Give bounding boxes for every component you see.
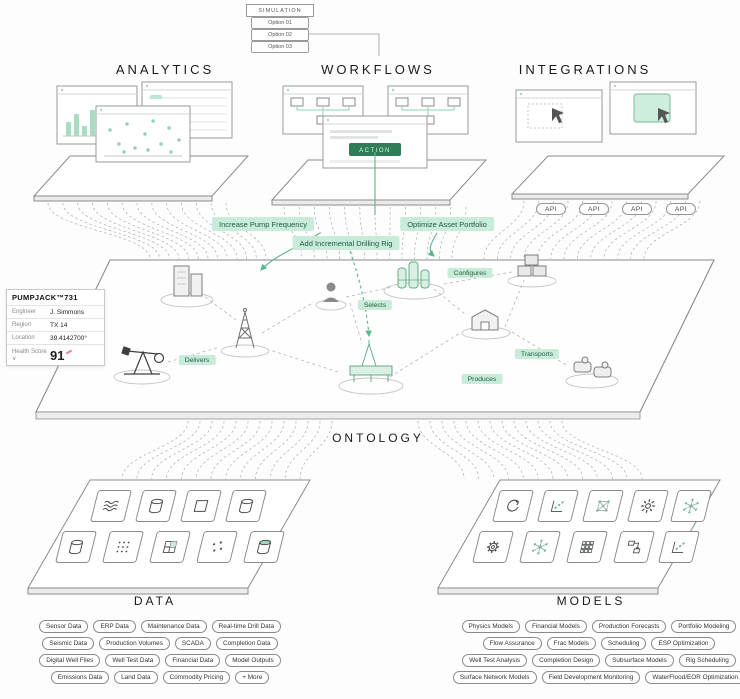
card-label: Region <box>12 322 32 328</box>
health-score-value: 91 <box>50 348 99 363</box>
model-pill: Well Test Analysis <box>462 654 528 667</box>
header-ontology: ONTOLOGY <box>332 431 424 445</box>
model-pill-list: Physics Models Financial Models Producti… <box>448 620 740 688</box>
pumpjack-icon <box>121 346 165 375</box>
model-pill: Portfolio Modeling <box>671 620 737 633</box>
label-selects: Selects <box>357 300 393 310</box>
data-pill: Financial Data <box>165 654 221 667</box>
action-optimize-asset-portfolio[interactable]: Optimize Asset Portfolio <box>400 217 494 231</box>
card-row-location: Location 39.4142700° <box>7 331 104 344</box>
data-pill: Seismic Data <box>42 637 95 650</box>
model-pill: Frac Models <box>546 637 596 650</box>
refinery-icon <box>397 261 430 289</box>
header-data: DATA <box>133 594 177 608</box>
action-increase-pump-frequency[interactable]: Increase Pump Frequency <box>212 217 314 231</box>
asset-card: PUMPJACK™731 Engineer J. Simmons Region … <box>6 289 105 366</box>
model-pill: Financial Models <box>524 620 587 633</box>
model-pill: ESP Optimization <box>651 637 716 650</box>
model-pill: Production Forecasts <box>591 620 667 633</box>
simulation-option-1[interactable]: Option 01 <box>251 17 309 29</box>
operator-icon <box>323 282 339 302</box>
data-pill: Land Data <box>114 671 158 684</box>
header-models: MODELS <box>556 594 626 608</box>
api-pill-1: API <box>536 203 566 215</box>
more-data-pill[interactable]: + More <box>235 671 270 684</box>
data-pill: ERP Data <box>93 620 136 633</box>
model-pill: Physics Models <box>461 620 520 633</box>
label-configures: Configures <box>447 268 493 278</box>
card-label: Location <box>12 335 35 341</box>
workflow-action-button-label: ACTION <box>359 148 391 154</box>
buildings-icon <box>173 265 203 297</box>
model-pill: Surface Network Models <box>452 671 537 684</box>
data-pill: Model Outputs <box>225 654 281 667</box>
model-pill: Field Development Monitoring <box>541 671 641 684</box>
cursor-icon <box>658 108 670 124</box>
label-delivers: Delivers <box>178 355 216 365</box>
header-integrations: INTEGRATIONS <box>518 62 652 77</box>
card-value: TX 14 <box>50 321 68 329</box>
api-pill-4: API <box>666 203 696 215</box>
card-value: J. Simmons <box>50 308 84 316</box>
card-label: Engineer <box>12 309 37 315</box>
api-pill-3: API <box>622 203 652 215</box>
data-pill: Sensor Data <box>38 620 89 633</box>
model-pill: Scheduling <box>600 637 647 650</box>
card-value: 39.4142700° <box>50 334 87 342</box>
data-pill: Real-time Drill Data <box>211 620 282 633</box>
ontology-entities <box>121 254 612 382</box>
data-pill-list: Sensor Data ERP Data Maintenance Data Re… <box>14 620 306 688</box>
data-pill: Maintenance Data <box>140 620 207 633</box>
data-pill: Emissions Data <box>50 671 110 684</box>
model-pill: Rig Scheduling <box>678 654 736 667</box>
health-trend-icon <box>66 349 73 354</box>
cursor-icon <box>552 108 564 124</box>
card-row-engineer: Engineer J. Simmons <box>7 305 104 318</box>
api-pill-2: API <box>579 203 609 215</box>
model-pill: Completion Design <box>532 654 601 667</box>
simulation-option-2[interactable]: Option 02 <box>251 29 309 41</box>
drilling-rig-icon <box>349 340 393 382</box>
integrations-windows <box>515 81 697 143</box>
warehouse-icon <box>471 309 499 331</box>
data-pill: Completion Data <box>215 637 278 650</box>
data-pill: Digital Well Files <box>39 654 101 667</box>
asset-card-title: PUMPJACK™731 <box>12 293 78 302</box>
containers-icon <box>517 254 547 277</box>
model-pill: Flow Assurance <box>482 637 542 650</box>
header-workflows: WORKFLOWS <box>321 62 435 77</box>
card-row-health-score[interactable]: Health Score ∨ 91 <box>7 344 104 365</box>
action-add-incremental-drilling-rig[interactable]: Add Incremental Drilling Rig <box>292 236 400 250</box>
data-pill: SCADA <box>174 637 211 650</box>
ontology-platform <box>35 259 715 420</box>
derrick-icon <box>235 308 255 349</box>
model-pill: WaterFlood/EOR Optimization <box>645 671 740 684</box>
simulation-option-3[interactable]: Option 03 <box>251 41 309 53</box>
data-pill: Well Test Data <box>105 654 161 667</box>
label-produces: Produces <box>461 374 503 384</box>
header-analytics: ANALYTICS <box>115 62 215 77</box>
workflow-action-button[interactable] <box>349 143 401 156</box>
analytics-windows <box>56 81 233 163</box>
data-pill: Production Volumes <box>99 637 170 650</box>
label-transports: Transports <box>514 349 560 359</box>
top-platforms <box>32 155 726 206</box>
pumps-icon <box>573 356 612 378</box>
card-row-region: Region TX 14 <box>7 318 104 331</box>
simulation-title: SIMULATION <box>246 4 314 17</box>
card-label: Health Score ∨ <box>12 348 47 362</box>
model-pill: Subsurface Models <box>605 654 674 667</box>
data-pill: Commodity Pricing <box>162 671 231 684</box>
